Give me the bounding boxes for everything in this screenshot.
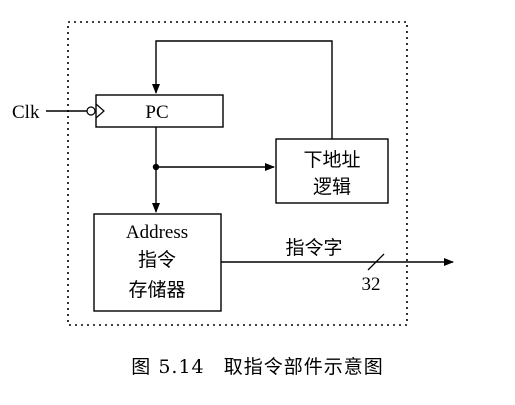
clock-bubble-icon (86, 106, 96, 116)
feedback-path (152, 40, 333, 139)
next-address-logic-label-2: 逻辑 (313, 176, 351, 198)
clk-label: Clk (12, 102, 40, 123)
instruction-memory-box (93, 213, 222, 312)
next-address-logic-label-1: 下地址 (303, 149, 360, 171)
figure-caption: 图 5.14 取指令部件示意图 (0, 352, 515, 379)
instruction-word-label: 指令字 (285, 237, 342, 259)
next-address-logic-box (275, 138, 389, 204)
figure-number: 图 5.14 (131, 356, 205, 378)
pc-label: PC (145, 102, 168, 123)
instruction-memory-address-label: Address (126, 222, 188, 243)
instruction-memory-label-1: 指令 (138, 249, 176, 271)
figure-title: 取指令部件示意图 (223, 356, 384, 378)
instruction-memory-label-2: 存储器 (128, 279, 185, 301)
bus-width-label: 32 (362, 274, 381, 295)
clock-edge-icon (95, 103, 105, 119)
instruction-fetch-diagram: PC Clk 下地址 逻辑 Address 指令 存储器 指令字 32 (12, 21, 454, 326)
fetch-unit-boundary (67, 21, 408, 326)
pc-register-box (95, 94, 224, 128)
bus-width-slash (367, 253, 385, 271)
